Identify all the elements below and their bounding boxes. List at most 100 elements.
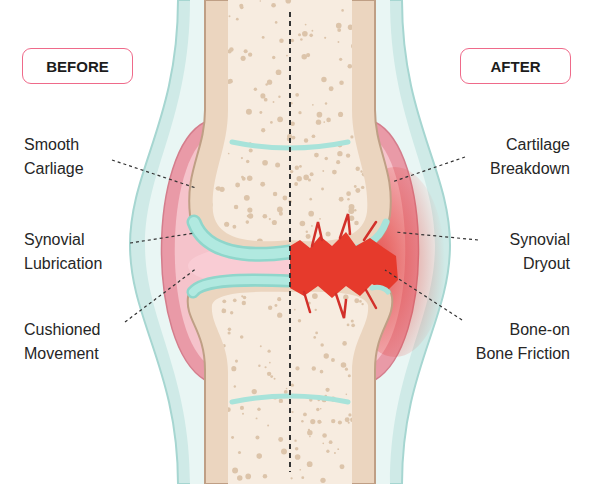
bone-pore bbox=[270, 375, 273, 378]
bone-pore bbox=[309, 436, 311, 438]
phase-badge: BEFORE bbox=[22, 48, 133, 84]
healthy-cartilage bbox=[193, 222, 290, 292]
bone-pore bbox=[364, 168, 367, 171]
bone-pore bbox=[208, 202, 213, 207]
bone-pore bbox=[270, 121, 273, 124]
bone-pore bbox=[362, 172, 366, 176]
bone-pore bbox=[316, 119, 321, 124]
bone-pore bbox=[267, 350, 270, 353]
bone-pore bbox=[273, 101, 275, 103]
bone-pore bbox=[281, 449, 287, 455]
callout-wrapper: Cartilage Breakdown bbox=[470, 133, 570, 181]
bone-pore bbox=[224, 222, 229, 227]
bone-pore bbox=[210, 296, 215, 301]
leader-line bbox=[395, 232, 478, 240]
leader-line bbox=[125, 268, 197, 322]
bone-pore bbox=[302, 31, 308, 37]
bone-pore bbox=[227, 49, 231, 53]
bone-pore bbox=[368, 394, 370, 396]
bone-pore bbox=[237, 475, 242, 480]
callout-label: Synovial Dryout bbox=[510, 231, 570, 272]
bone-pore bbox=[241, 176, 244, 179]
bone-pore bbox=[360, 117, 362, 119]
bone-pore bbox=[322, 433, 327, 438]
bone-pore bbox=[298, 33, 301, 36]
bone-pore bbox=[243, 296, 247, 300]
bone-pore bbox=[346, 153, 350, 157]
bone-pore bbox=[359, 431, 363, 435]
bone-pore bbox=[300, 38, 303, 41]
bone-pore bbox=[221, 99, 223, 101]
bone-pore bbox=[234, 205, 238, 209]
bone-pore bbox=[307, 461, 313, 467]
bone-pore bbox=[320, 408, 322, 410]
bone-pore bbox=[217, 65, 221, 69]
callout-label: Synovial Lubrication bbox=[24, 231, 102, 272]
bone-pore bbox=[358, 95, 363, 100]
bone-pore bbox=[307, 430, 313, 436]
phase-label: BEFORE bbox=[46, 58, 109, 75]
bone-pore bbox=[226, 407, 231, 412]
callout-wrapper: Synovial Dryout bbox=[470, 228, 570, 276]
bone-pore bbox=[347, 324, 350, 327]
bone-pore bbox=[303, 413, 307, 417]
bone-pore bbox=[263, 474, 268, 479]
bone-pore bbox=[338, 112, 343, 117]
bone-pore bbox=[284, 390, 288, 394]
bone-pore bbox=[290, 170, 293, 173]
bone-pore bbox=[214, 479, 218, 483]
bone-pore bbox=[306, 234, 311, 239]
bone-pore bbox=[232, 467, 238, 473]
bone-pore bbox=[329, 86, 334, 91]
bone-pore bbox=[212, 398, 214, 400]
bone-pore bbox=[320, 478, 325, 483]
bone-pore bbox=[310, 172, 314, 176]
bone-pore bbox=[262, 214, 267, 219]
callout-label: Cushioned Movement bbox=[24, 321, 101, 362]
bone-pore bbox=[351, 319, 354, 322]
bone-pore bbox=[244, 195, 250, 201]
bone-pore bbox=[309, 34, 313, 38]
bone-pore bbox=[350, 135, 353, 138]
bone-pore bbox=[257, 408, 260, 411]
damaged-joint bbox=[290, 214, 398, 318]
bone-pore bbox=[354, 209, 356, 211]
leader-line bbox=[112, 160, 196, 188]
bone-pore bbox=[248, 213, 253, 218]
bone-pore bbox=[361, 186, 364, 189]
bone-pore bbox=[229, 15, 231, 17]
bone-pore bbox=[312, 104, 314, 106]
bone-pore bbox=[290, 477, 292, 479]
bone-pore bbox=[361, 349, 363, 351]
bone-pore bbox=[241, 56, 246, 61]
bone-pore bbox=[279, 212, 283, 216]
bone-pore bbox=[222, 308, 224, 310]
bone-pore bbox=[366, 329, 368, 331]
bone-pore bbox=[296, 176, 301, 181]
tibia-cartilage bbox=[193, 280, 290, 292]
bone-pore bbox=[308, 429, 310, 431]
bone-pore bbox=[209, 150, 212, 153]
bone-pore bbox=[286, 55, 288, 57]
bone-pore bbox=[358, 399, 362, 403]
bone-pore bbox=[331, 419, 335, 423]
bone-pore bbox=[294, 309, 296, 311]
bone-pore bbox=[321, 188, 324, 191]
bone-pore bbox=[275, 163, 280, 168]
bone-crack bbox=[304, 214, 376, 318]
bone-pore bbox=[324, 37, 326, 39]
bone-pore bbox=[261, 128, 265, 132]
bone-pore bbox=[348, 25, 353, 30]
bone-pore bbox=[359, 300, 362, 303]
bone-pore bbox=[336, 23, 342, 29]
bone-pore bbox=[235, 183, 240, 188]
femur-cortex bbox=[189, 0, 391, 257]
bone-pore bbox=[275, 21, 278, 24]
bone-pore bbox=[317, 112, 323, 118]
bone-pore bbox=[215, 32, 217, 34]
bone-pore bbox=[211, 455, 215, 459]
callout-wrapper: Synovial Lubrication bbox=[24, 228, 124, 276]
bone-pore bbox=[294, 439, 296, 441]
bone-pore bbox=[339, 81, 344, 86]
bone-pore bbox=[286, 388, 288, 390]
